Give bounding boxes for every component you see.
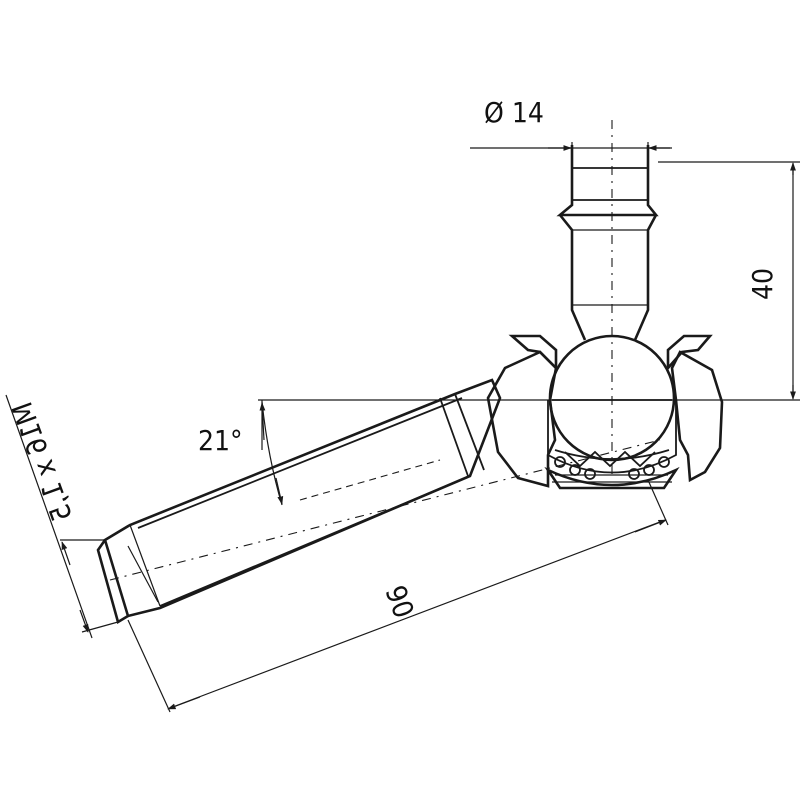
thread-label: M16 x 1,5	[6, 398, 80, 526]
dim-length: 90	[127, 479, 669, 713]
diameter-label: Ø 14	[484, 96, 544, 129]
height-label: 40	[746, 268, 779, 300]
housing	[486, 334, 724, 490]
dim-height: 40	[258, 161, 800, 401]
dim-diameter: Ø 14	[470, 96, 672, 158]
dim-thread: M16 x 1,5	[5, 394, 119, 639]
center-lines	[109, 120, 661, 581]
threaded-shank	[96, 378, 502, 624]
angle-label: 21°	[198, 424, 243, 457]
dim-angle: 21°	[198, 400, 284, 506]
length-label: 90	[378, 581, 420, 622]
